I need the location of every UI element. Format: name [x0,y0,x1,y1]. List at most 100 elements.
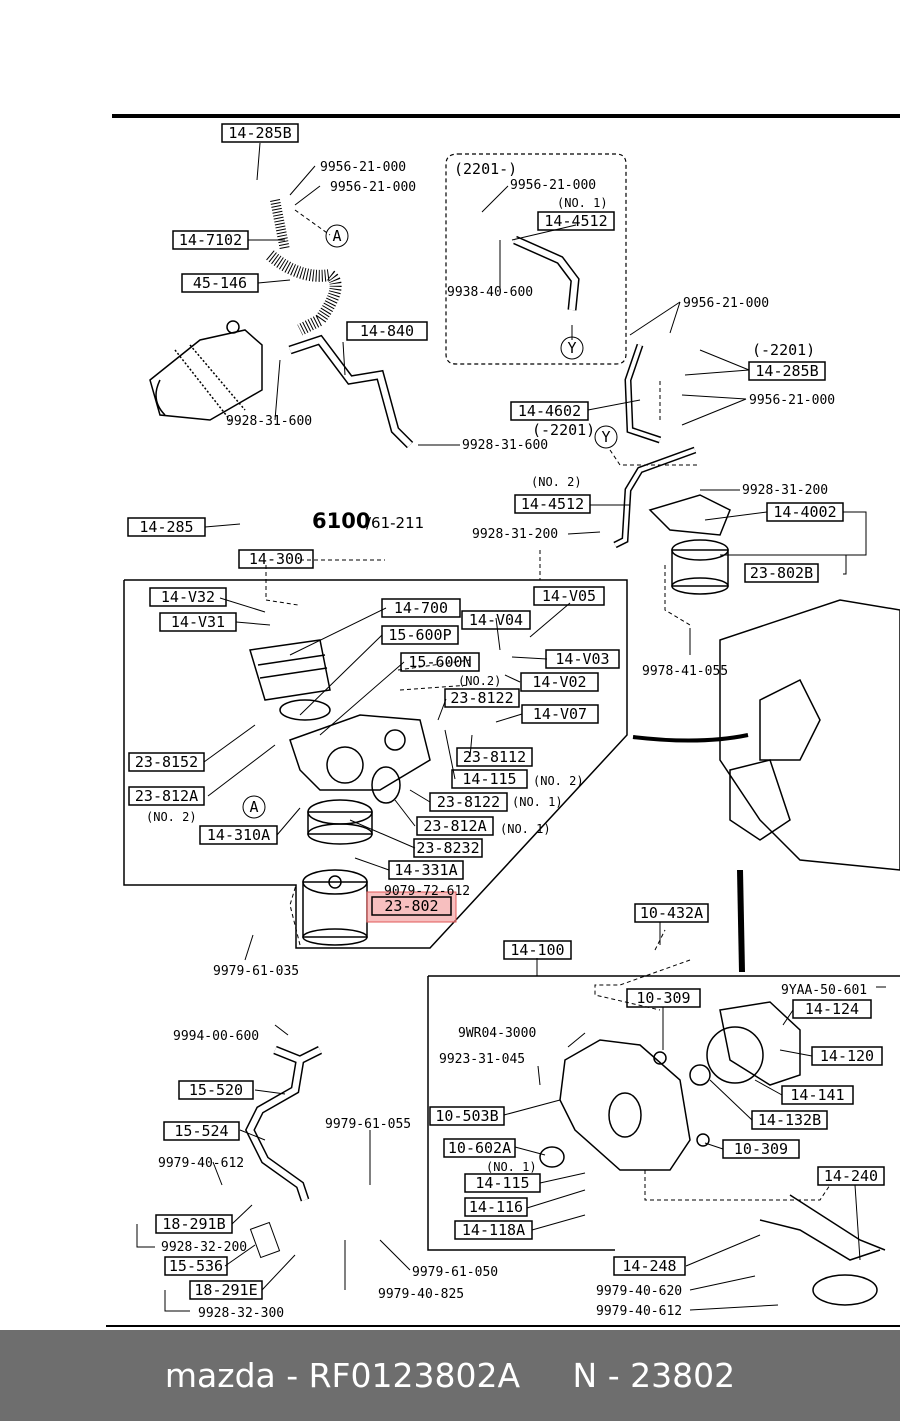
boxed-part-label: 14-V07 [521,704,599,724]
boxed-part-label: 23-8232 [413,838,483,858]
boxed-part-label: 10-602A [443,1138,516,1158]
label-box [444,688,520,708]
label-text: 45-146 [193,274,247,292]
label-text: 14-120 [820,1047,874,1065]
note-label: (NO.2) [458,674,501,688]
label-text: 14-124 [805,1000,859,1018]
label-text: 14-100 [510,941,564,959]
part-number-label: 9938-40-600 [447,285,533,300]
label-box [634,903,709,923]
label-box [221,123,299,143]
boxed-part-label: 23-812A [128,786,205,806]
label-text: 23-802 [384,897,438,915]
label-box [429,1106,505,1126]
label-box [164,1256,228,1276]
part-number-label: 9YAA-50-601 [781,983,867,998]
label-box [545,649,620,669]
boxed-part-label: 15-600N [400,652,480,672]
note-label: (NO. 2) [531,475,582,489]
label-box [748,361,826,381]
label-box [464,1173,541,1193]
front-cover-group-box [427,976,615,1251]
part-number-label: 9994-00-600 [173,1029,259,1044]
boxed-part-label: 23-802B [744,563,819,583]
boxed-part-label: 14-4002 [766,502,844,522]
label-box [181,273,259,293]
label-box [817,1166,885,1186]
label-text: 10-432A [640,904,703,922]
part-number-label: 9979-61-050 [412,1265,498,1280]
label-box [537,211,615,231]
label-text: 14-248 [622,1257,676,1275]
boxed-part-label: 23-802 [371,896,452,916]
boxed-part-label: 14-285 [127,517,206,537]
footer-gap [520,1356,572,1395]
engine-right-sketch [719,599,900,871]
boxed-part-label: 14-V32 [149,587,227,607]
label-box [510,401,589,421]
boxed-part-label: 14-V02 [520,672,599,692]
note-label: (NO. 1) [557,196,608,210]
label-box [811,1046,883,1066]
footer-n-value: 23802 [630,1356,736,1395]
boxed-part-label: 14-141 [781,1085,854,1105]
label-text: 18-291B [162,1215,225,1233]
label-box [381,598,461,618]
label-text: 14-141 [790,1086,844,1104]
label-box [626,988,701,1008]
boxed-part-label: 14-4602 [510,401,589,421]
boxed-part-labels: 14-285B14-710245-14614-84014-451214-285B… [127,123,885,1300]
hose-45-146-sketch [266,199,342,336]
parts-diagram: A Y Y A 6100 /61-211 9956-21-0009956-21-… [106,114,900,1327]
label-text: 14-285 [139,518,193,536]
part-number-label: 9WR04-3000 [458,1026,536,1041]
label-text: 15-520 [189,1081,243,1099]
label-box [159,612,237,632]
label-text: 18-291E [194,1281,257,1299]
part-number-label: 9923-31-045 [439,1052,525,1067]
label-box [751,1110,828,1130]
label-text: 14-300 [249,550,303,568]
boxed-part-label: 23-8152 [128,752,205,772]
part-number-label: 9979-40-612 [596,1304,682,1319]
boxed-part-label: 10-503B [429,1106,505,1126]
boxed-part-label: 14-115 [451,769,528,789]
boxed-part-label: 23-812A [416,816,494,836]
label-box [521,704,599,724]
label-text: 14-7102 [179,231,242,249]
part-number-label: 9956-21-000 [749,393,835,408]
part-number-label: 9979-40-612 [158,1156,244,1171]
label-box [128,752,205,772]
circle-label: Y [567,339,576,357]
label-text: 15-524 [174,1122,228,1140]
label-text: 14-V32 [161,588,215,606]
note-label: (NO. 2) [146,810,197,824]
label-text: 14-240 [824,1167,878,1185]
label-text: 14-118A [462,1221,525,1239]
note-label: (NO. 1) [512,795,563,809]
label-box [413,838,483,858]
label-text: 23-8112 [463,748,526,766]
part-number-label: 9979-40-620 [596,1284,682,1299]
label-box [744,563,819,583]
boxed-part-label: 15-536 [164,1256,228,1276]
boxed-part-label: 15-600P [381,625,459,645]
note-label: (NO. 2) [533,774,584,788]
leader-lines [136,142,886,1312]
label-text: 14-132B [758,1111,821,1129]
boxed-part-label: 18-291B [155,1214,233,1234]
label-text: 14-4512 [544,212,607,230]
part-number-label: 9956-21-000 [510,178,596,193]
ref-main: 6100 [312,509,370,533]
dashed-leaders [265,209,831,1201]
label-box [346,321,428,341]
label-text: 23-8152 [135,753,198,771]
part-number-labels: 9956-21-0009956-21-0009928-31-6009928-31… [158,160,867,1321]
label-box [514,494,591,514]
part-number-label: 9928-31-600 [462,438,548,453]
boxed-part-label: 14-310A [199,825,278,845]
label-box [172,230,249,250]
boxed-part-label: 18-291E [189,1280,263,1300]
label-text: 10-503B [435,1107,498,1125]
label-box [456,747,533,767]
